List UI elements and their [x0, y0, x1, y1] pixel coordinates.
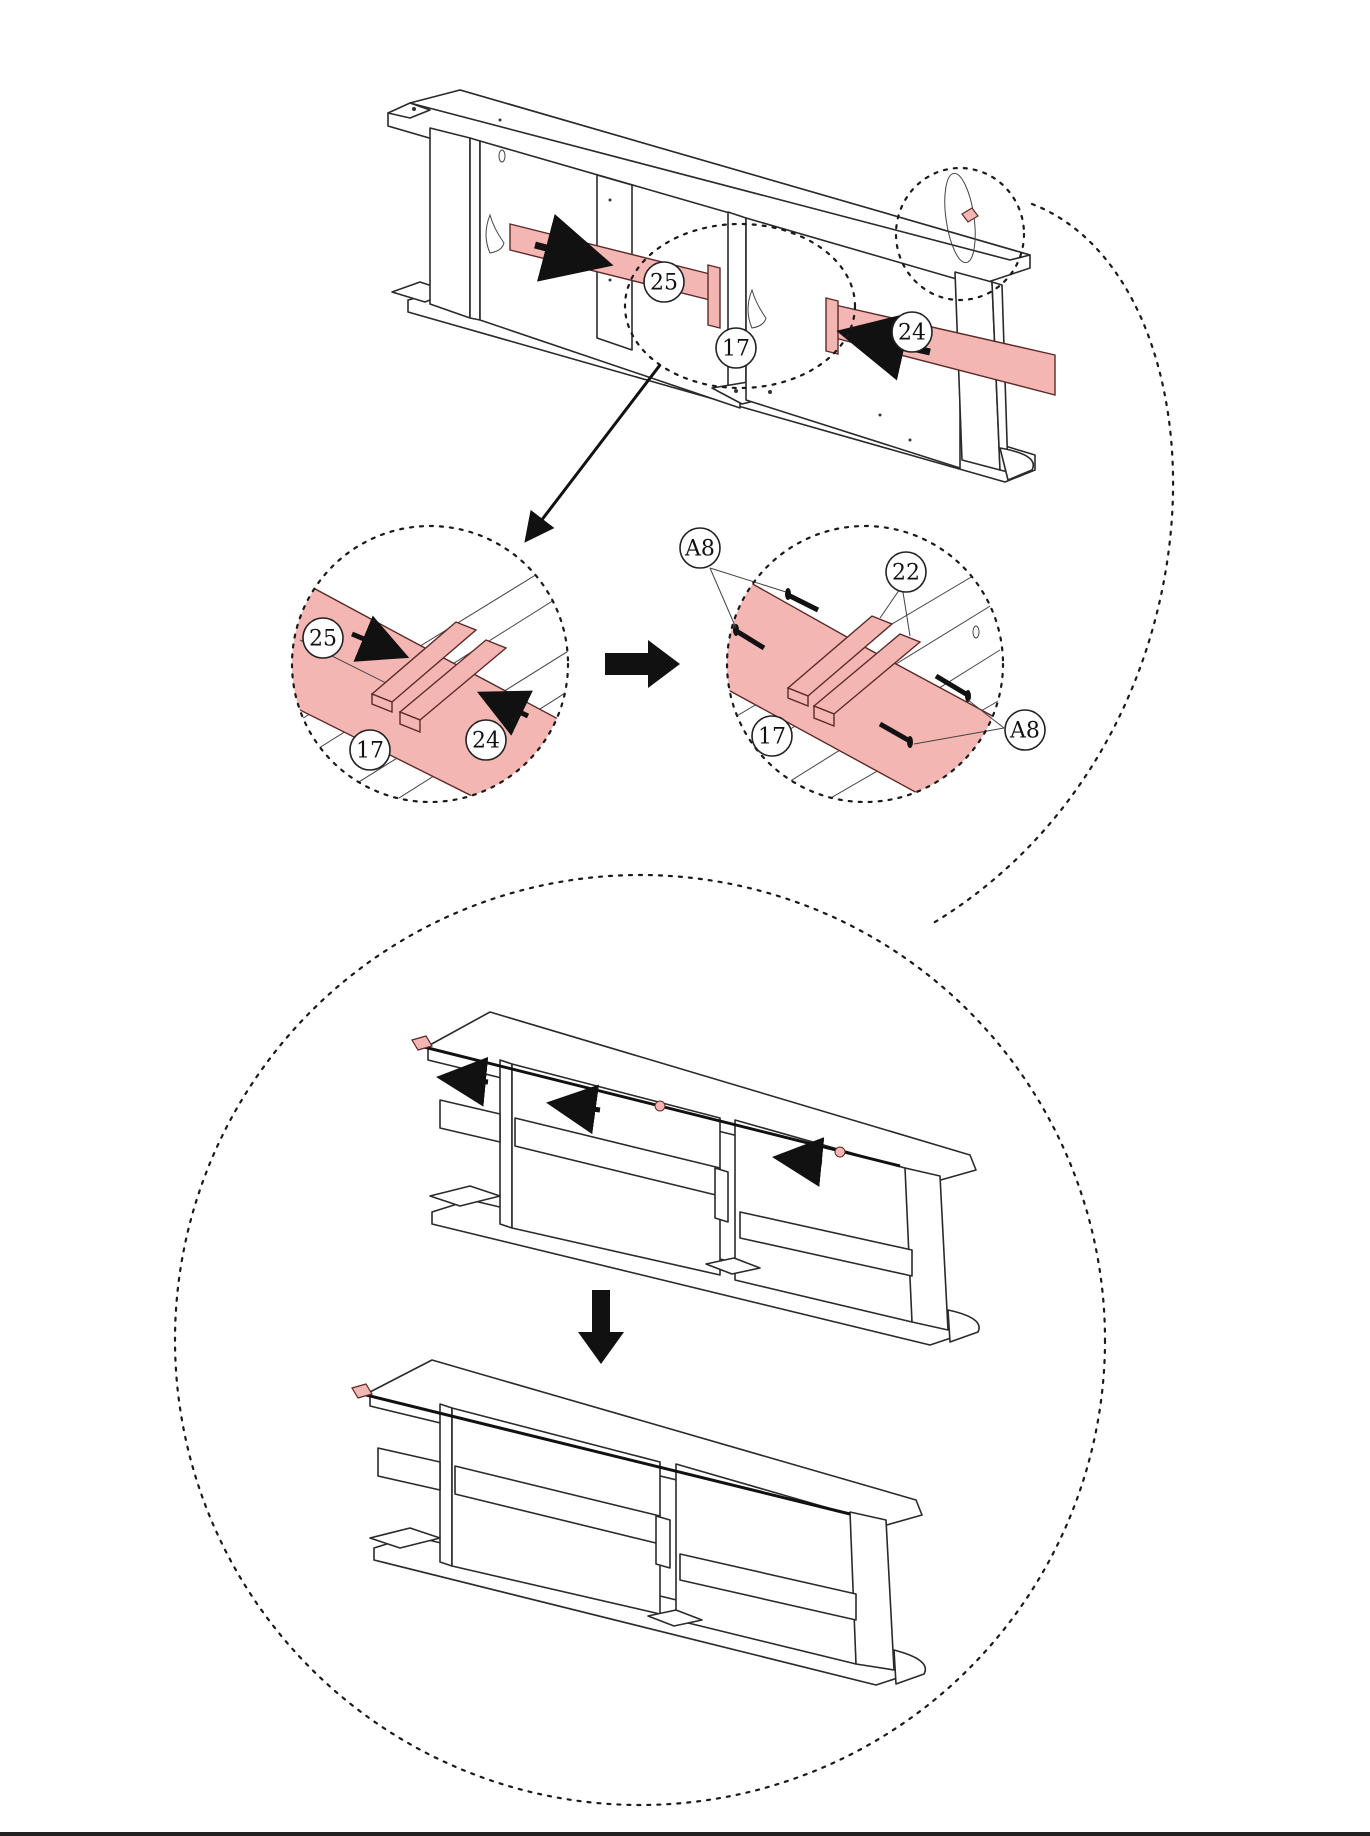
callout-top-17: 17: [716, 328, 756, 368]
callout-right-A8-top: A8: [680, 528, 720, 568]
callout-right-A8-bottom: A8: [1005, 710, 1045, 750]
page-edge-bar: [0, 1832, 1370, 1836]
top-frame-assembly: 25 17 24: [388, 90, 1173, 925]
callout-left-24: 24: [466, 720, 506, 760]
callout-top-24: 24: [892, 312, 932, 352]
svg-text:A8: A8: [1009, 719, 1040, 744]
svg-text:17: 17: [758, 725, 786, 750]
svg-text:17: 17: [722, 337, 750, 362]
callout-right-17: 17: [752, 716, 792, 756]
svg-text:25: 25: [309, 627, 337, 652]
cam-lock-icon: [962, 208, 978, 222]
svg-text:22: 22: [892, 561, 920, 586]
detail-right-screws: A8 22 17 A8: [680, 526, 1045, 810]
detail-left-rails-joining: 25 17 24: [280, 526, 570, 810]
svg-text:25: 25: [650, 271, 678, 296]
svg-text:A8: A8: [684, 537, 715, 562]
arrow-right-icon: [605, 640, 680, 688]
callout-top-25: 25: [644, 262, 684, 302]
svg-text:24: 24: [472, 729, 500, 754]
callout-left-17: 17: [350, 730, 390, 770]
svg-text:17: 17: [356, 739, 384, 764]
callout-left-25: 25: [303, 618, 343, 658]
bottom-frame-step-2: [352, 1360, 925, 1685]
detail-bottom-circle: [175, 875, 1105, 1805]
svg-text:24: 24: [898, 321, 926, 346]
bottom-frame-step-1: [412, 1012, 979, 1345]
arrow-down-icon: [578, 1290, 624, 1364]
callout-right-22: 22: [886, 552, 926, 592]
